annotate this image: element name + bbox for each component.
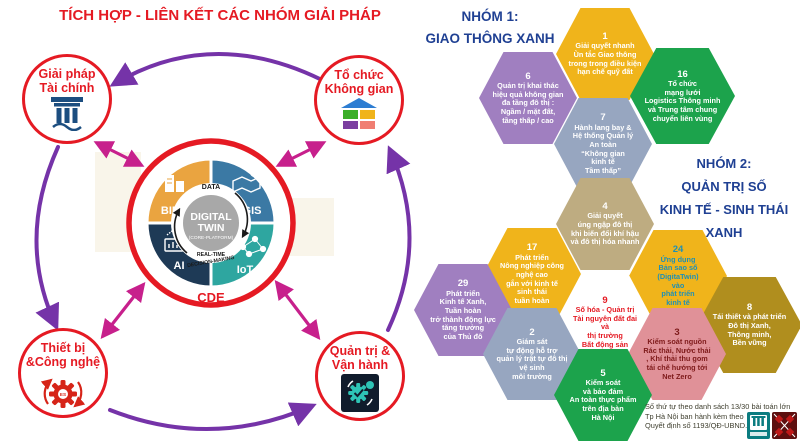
iot-label: IoT [237,264,254,276]
digital-twin-diagram: BIM GIS AI IoT DATA DIGITAL TWIN (CORE-P… [123,135,298,310]
hexagon-text: Giải quyết nhanh Ùn tắc Giao thông trong… [568,41,642,77]
node-space: Tổ chức Không gian [314,55,404,145]
link-arrow-space-center [275,141,327,167]
footnote: Số thứ tự theo danh sách 13/30 bài toán … [645,402,791,431]
bank-column-icon [51,97,83,131]
ai-label: AI [174,260,185,272]
group2-line4: XANH [705,225,743,240]
hexagon-number: 24 [672,244,684,256]
group1-heading: NHÓM 1: GIAO THÔNG XANH [420,6,560,50]
hexagon-text: Ứng dụng Bản sao số (DigitaTwin) vào phá… [657,254,699,307]
core-title-line2: TWIN [198,222,225,234]
hexagon-number: 5 [600,367,606,379]
link-arrow-operations-center [274,279,321,341]
group1-subtitle: GIAO THÔNG XANH [425,31,555,46]
gear-es-label: ES [60,392,66,397]
red-emblem-logo [772,412,797,439]
hexagon-text: Kiểm soát nguồn Rác thải, Nước thải , Kh… [643,337,711,381]
node-finance: Giải pháp Tài chính [22,54,112,144]
gear-es-icon: ES [41,378,85,408]
node-space-label: Tổ chức Không gian [324,68,394,96]
hexagon-text: Kiểm soát và bảo đảm An toàn thực phẩm t… [569,378,637,422]
hexagon-text: Quản trị khai thác hiệu quả không gian đ… [492,81,564,125]
hexagon-number: 6 [525,70,531,82]
group2-line2: QUẢN TRỊ SỐ [681,179,767,194]
realtime-label: REAL-TIME [197,252,226,258]
data-cycle-arrow-right [234,192,250,239]
operations-gear-icon [341,374,379,412]
data-cycle-arrow-left [172,207,188,254]
core-subtitle: (CORE-PLATFORM) [189,235,234,241]
hexagon-text: Giám sát tự động hỗ trợ quản lý trật tự … [496,337,568,381]
hexagon-number: 4 [602,201,608,213]
node-equipment: Thiết bị &Công nghệ ES [18,328,108,418]
cycle-arrow-top [109,52,324,87]
link-arrow-finance-center [93,141,145,167]
core-title-line1: DIGITAL [190,211,232,223]
cde-label: CDE [197,290,225,305]
building-icon [165,175,184,192]
hexagon-number: 17 [526,242,538,254]
cycle-arrow-left [34,145,60,331]
link-arrow-equipment-center [100,281,146,340]
group1-name: NHÓM 1: [461,9,519,24]
hexagon-number: 1 [602,31,608,43]
hexagon-number: 3 [674,326,680,338]
hexagon-text: Phát triển Kinh tế Xanh, Tuần hoàn trở t… [430,288,496,341]
hexagon-text: Giải quyết úng ngập đô thị khi biến đổi … [570,211,640,247]
hexagon-number: 9 [602,294,608,306]
node-operations: Quản trị & Vận hành [315,331,405,421]
cycle-arrow-right [386,145,412,332]
hexagon-text: Số hóa - Quản trị Tài nguyên đất đai và … [572,305,638,349]
page-title: TÍCH HỢP - LIÊN KẾT CÁC NHÓM GIẢI PHÁP [59,7,381,24]
group2-line3: KINH TẾ - SINH THÁI [659,202,789,217]
group2-heading: NHÓM 2: QUẢN TRỊ SỐ KINH TẾ - SINH THÁI … [640,152,800,244]
hexagon-text: Tái thiết và phát triển Đô thị Xanh, Thô… [712,312,787,348]
cycle-arrow-bottom [108,402,317,432]
hexagon-number: 16 [677,68,688,80]
group2-name: NHÓM 2: [696,156,752,171]
node-finance-label: Giải pháp Tài chính [38,67,96,95]
hexagon-text: Tổ chức mạng lưới Logistics Thông minh v… [644,79,721,123]
space-house-icon [341,98,377,129]
hexagon-number: 29 [457,278,469,290]
hexagon-number: 8 [746,302,753,314]
node-operations-label: Quản trị & Vận hành [329,344,391,372]
hexagon-16: 16 Tổ chức mạng lưới Logistics Thông min… [630,48,735,144]
digital-twin-core [183,195,239,251]
node-equipment-label: Thiết bị &Công nghệ [25,341,101,369]
hexagon-number: 7 [600,112,606,124]
data-label: DATA [202,184,220,191]
map-pin-icon [232,169,261,194]
hexagon-number: 2 [529,326,535,338]
teal-institute-logo [747,412,770,439]
hexagon-text: Phát triển Nông nghiệp công nghệ cao gắn… [499,252,565,305]
hexagon-text: Hành lang bay & Hệ thống Quản lý An toàn… [572,122,634,175]
